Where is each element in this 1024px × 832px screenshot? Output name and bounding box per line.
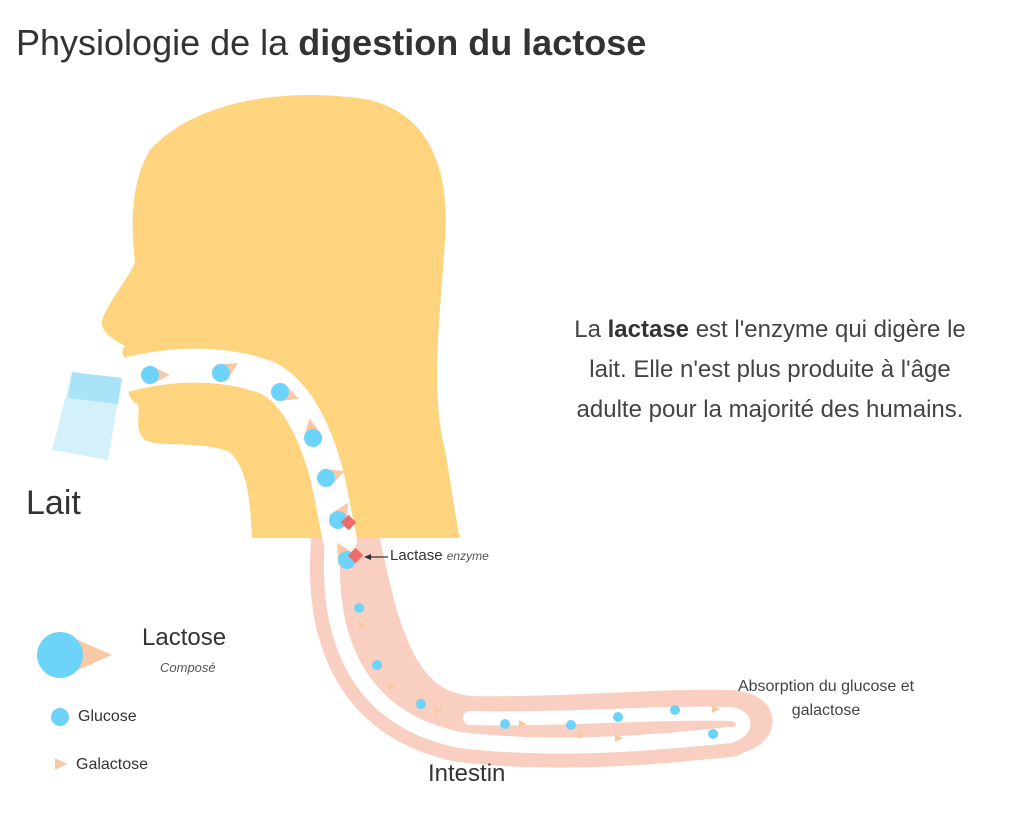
throat [108,348,357,557]
label-lactase-enzyme: enzyme [446,549,489,563]
description-before: La [574,316,601,343]
description: La lactase est l'enzyme qui digère le la… [560,310,980,430]
lactase-pointer [364,554,388,560]
legend-lactose-sub: Composé [160,660,216,675]
label-intestin: Intestin [428,760,506,787]
glucose-icon [51,708,69,726]
legend-lactose: Lactose [142,624,227,651]
title-bold: digestion du lactose [298,22,647,63]
page-title: Physiologie de la digestion du lactose [16,22,646,64]
glucose-particles [354,603,718,739]
label-lactase-name: Lactase [390,547,443,564]
legend-glucose: Glucose [78,708,137,725]
label-lait: Lait [26,484,81,522]
lactose-icon [37,632,112,678]
intestine [310,498,773,768]
description-bold: lactase [607,316,690,343]
galactose-icon [55,758,67,770]
label-lactase: Lactase enzyme [390,547,489,564]
description-after: est l'enzyme qui digère le lait. Elle n'… [576,316,966,423]
glass-icon [52,372,122,460]
title-regular: Physiologie de la [16,22,289,63]
legend-galactose: Galactose [76,756,149,773]
label-absorption: Absorption du glucose et galactose [737,678,915,719]
head-silhouette [101,95,461,538]
galactose-particles [359,621,720,742]
